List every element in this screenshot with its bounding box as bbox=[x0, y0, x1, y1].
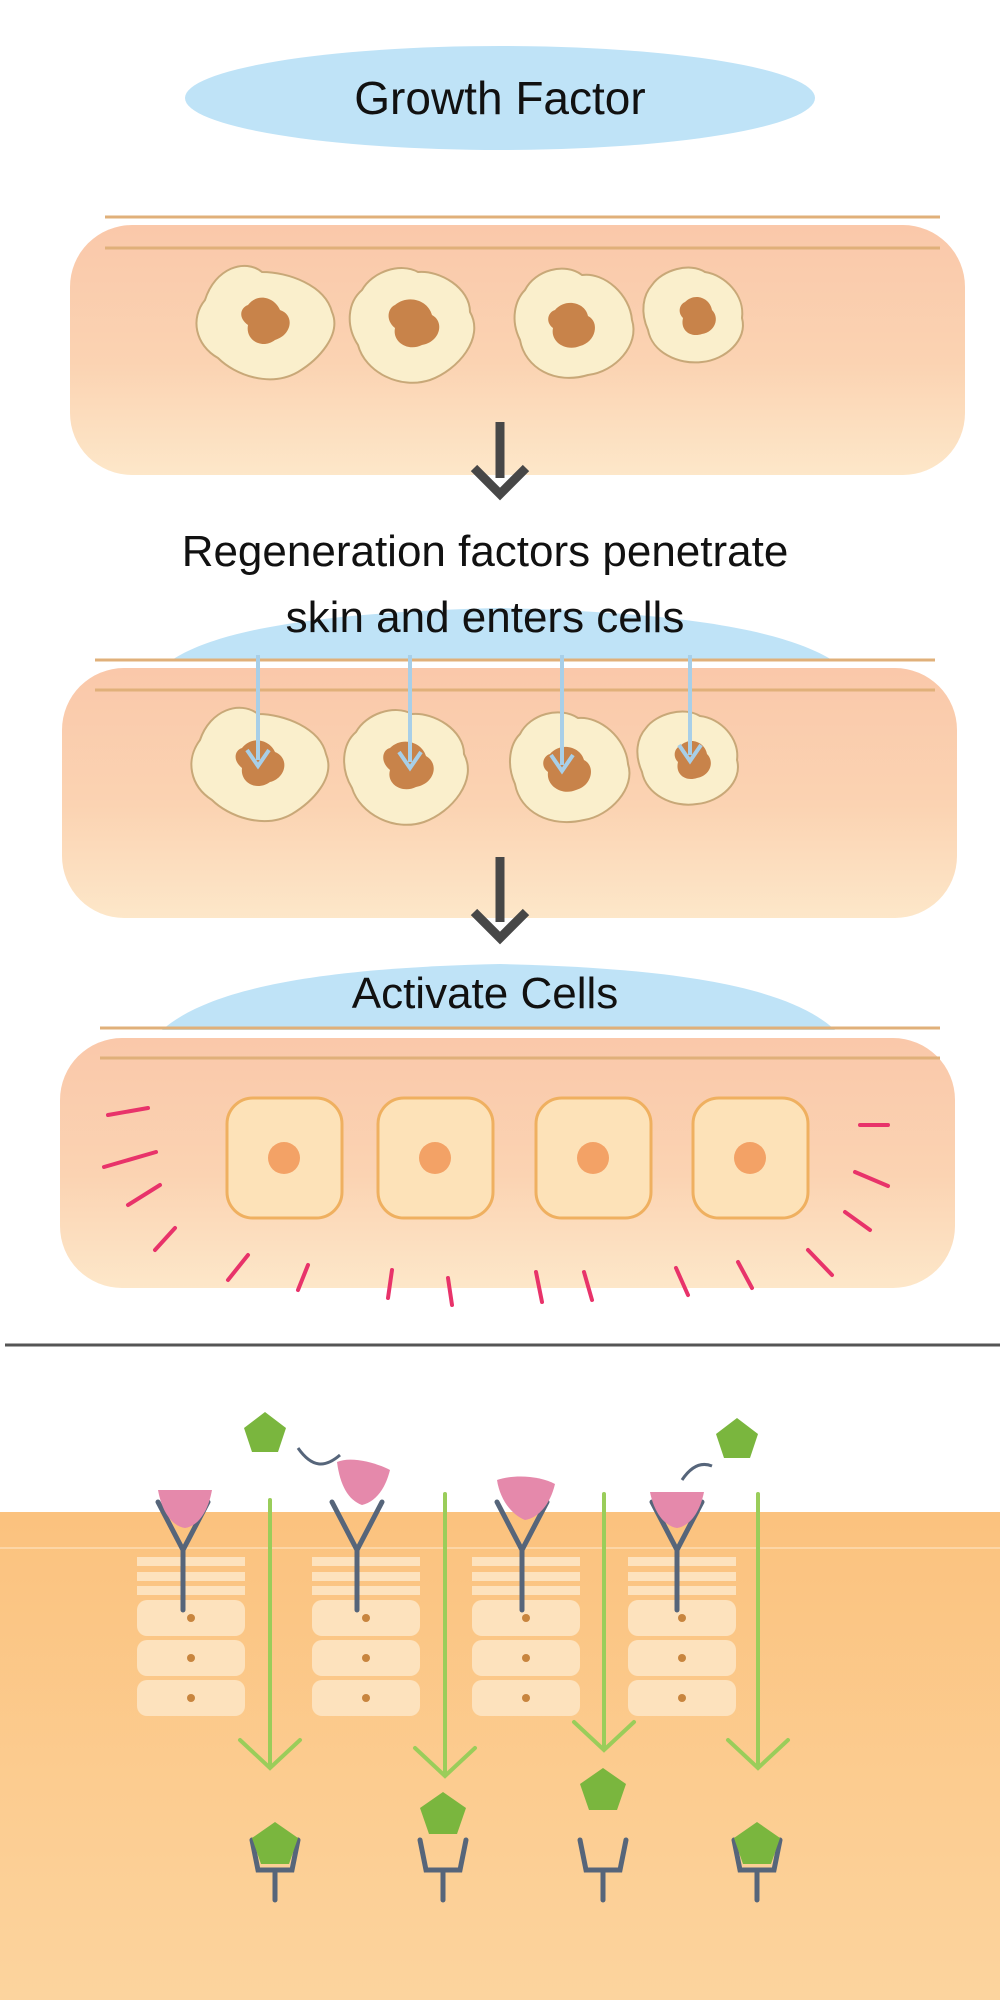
active-cell bbox=[376, 1096, 495, 1220]
cell bbox=[508, 711, 631, 824]
pentagon-icon bbox=[580, 1768, 626, 1810]
cell-nucleus bbox=[241, 297, 290, 345]
cell-stack bbox=[312, 1557, 420, 1716]
penetrate-label-line-2: skin and enters cells bbox=[286, 593, 685, 642]
penetrate-label-line-1: Regeneration factors penetrate bbox=[182, 527, 789, 576]
small-receptor-icon bbox=[731, 1837, 783, 1903]
motion-curve bbox=[680, 1462, 713, 1481]
serum-layer-3 bbox=[162, 964, 835, 1030]
active-cell bbox=[691, 1096, 810, 1220]
pentagon-icon bbox=[734, 1822, 780, 1864]
skin-layer-1 bbox=[70, 225, 965, 475]
cell bbox=[642, 266, 744, 364]
active-nucleus bbox=[419, 1142, 451, 1174]
cell-nucleus bbox=[548, 302, 595, 348]
pentagon-icon bbox=[716, 1418, 758, 1458]
active-nucleus bbox=[577, 1142, 609, 1174]
skin-panel-2 bbox=[62, 655, 957, 918]
triangle-icon bbox=[497, 1476, 555, 1520]
triangle-icon bbox=[337, 1459, 390, 1505]
growth-factor-ellipse bbox=[185, 46, 815, 150]
cell bbox=[348, 267, 476, 384]
cell-nucleus bbox=[679, 296, 716, 336]
cell-stack bbox=[628, 1557, 736, 1716]
small-receptor-icon bbox=[417, 1837, 469, 1903]
cell bbox=[195, 264, 336, 381]
skin-panel-3 bbox=[60, 1026, 955, 1307]
pentagon-icon bbox=[420, 1792, 466, 1834]
tissue-layer bbox=[0, 1512, 1000, 2000]
growth-factor-header: Growth Factor bbox=[185, 46, 815, 150]
skin-layer-3 bbox=[60, 1038, 955, 1288]
cell bbox=[513, 267, 635, 379]
y-receptor-icon bbox=[494, 1499, 550, 1613]
down-arrow-icon bbox=[470, 422, 530, 501]
skin-layer-2 bbox=[62, 668, 957, 918]
active-cell bbox=[225, 1096, 344, 1220]
triangle-icon bbox=[158, 1490, 212, 1528]
serum-layer-2 bbox=[172, 608, 832, 660]
pentagon-icon bbox=[252, 1822, 298, 1864]
small-receptor-icon bbox=[577, 1837, 629, 1903]
cell bbox=[343, 709, 469, 826]
receptor-section bbox=[0, 1412, 1000, 2000]
motion-curve bbox=[296, 1447, 341, 1466]
cell-stack bbox=[137, 1557, 245, 1716]
penetration-arrows bbox=[245, 655, 703, 775]
small-receptor-icon bbox=[249, 1837, 301, 1903]
cell-stack bbox=[472, 1557, 580, 1716]
active-cell bbox=[534, 1096, 653, 1220]
y-receptor-icon bbox=[649, 1499, 705, 1613]
active-nucleus bbox=[734, 1142, 766, 1174]
activation-sparks bbox=[102, 1106, 890, 1307]
transport-arrows bbox=[238, 1492, 790, 1779]
triangle-icon bbox=[650, 1492, 704, 1528]
active-nucleus bbox=[268, 1142, 300, 1174]
down-arrow-icon bbox=[470, 857, 530, 945]
pentagon-icon bbox=[244, 1412, 286, 1452]
y-receptor-icon bbox=[329, 1499, 385, 1613]
cell-nucleus bbox=[388, 299, 440, 348]
activate-cells-label: Activate Cells bbox=[352, 969, 619, 1018]
growth-factor-label: Growth Factor bbox=[354, 72, 645, 124]
skin-panel-1 bbox=[70, 215, 965, 475]
